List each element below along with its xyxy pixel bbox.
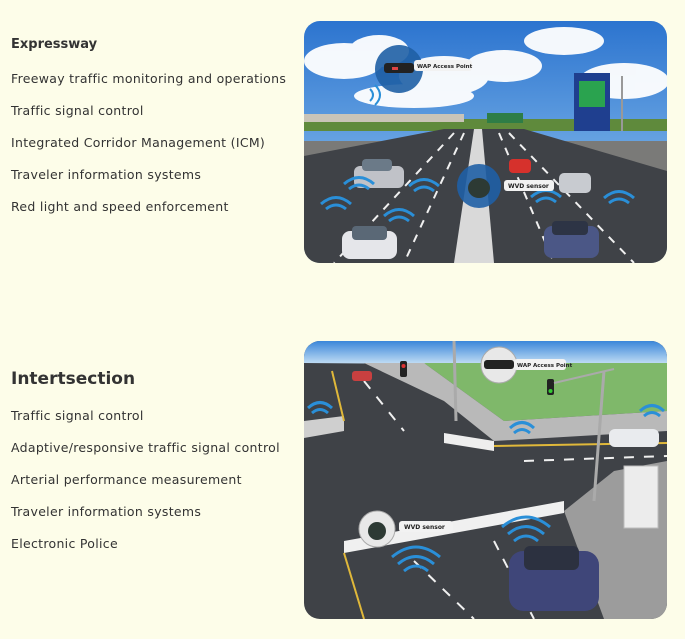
grass: [424, 363, 667, 421]
intersection-illustration: WAP Access Point WVD sensor: [304, 341, 667, 619]
car: [559, 173, 591, 193]
wifi-icon: [320, 176, 635, 223]
wifi-icon: [369, 84, 381, 106]
crosswalk: [444, 433, 494, 451]
list-item: Electronic Police: [11, 536, 118, 551]
list-item: Freeway traffic monitoring and operation…: [11, 71, 287, 86]
car: [609, 429, 659, 447]
expressway-scene: WAP Access Point WVD sensor: [304, 21, 667, 263]
kiosk: [623, 465, 659, 529]
car: [342, 226, 397, 259]
car: [354, 159, 404, 188]
list-item: Traffic signal control: [11, 103, 144, 118]
wap-label: WAP Access Point: [517, 363, 573, 369]
car: [352, 371, 372, 381]
expressway-feature-list: Freeway traffic monitoring and operation…: [11, 70, 286, 230]
car: [509, 546, 599, 611]
wap-label: WAP Access Point: [417, 64, 473, 70]
wap-access-point-callout: WAP Access Point: [480, 346, 573, 384]
wap-access-point-callout: WAP Access Point: [369, 45, 473, 106]
intersection-feature-list: Traffic signal control Adaptive/responsi…: [11, 407, 280, 567]
list-item: Traveler information systems: [11, 167, 202, 182]
list-item: Traveler information systems: [11, 504, 202, 519]
overpass: [304, 114, 464, 122]
list-item: Adaptive/responsive traffic signal contr…: [11, 440, 280, 455]
list-item: Red light and speed enforcement: [11, 199, 229, 214]
sidewalk: [364, 363, 667, 441]
list-item: Arterial performance measurement: [11, 472, 242, 487]
car: [544, 221, 599, 258]
intersection-scene: WAP Access Point WVD sensor: [304, 341, 667, 619]
car: [509, 159, 531, 173]
list-item: Traffic signal control: [11, 408, 144, 423]
wvd-label: WVD sensor: [404, 524, 445, 531]
section-title-expressway: Expressway: [11, 37, 98, 52]
wvd-sensor-callout: WVD sensor: [457, 164, 554, 208]
list-item: Integrated Corridor Management (ICM): [11, 135, 266, 150]
road-sign: [487, 113, 523, 123]
wvd-sensor-callout: WVD sensor: [358, 510, 453, 548]
expressway-illustration: WAP Access Point WVD sensor: [304, 21, 667, 263]
wvd-label: WVD sensor: [508, 183, 549, 190]
wifi-icon: [306, 401, 666, 573]
traffic-light: [400, 341, 615, 502]
section-title-intersection: Intertsection: [11, 369, 136, 389]
crosswalk: [344, 501, 564, 553]
